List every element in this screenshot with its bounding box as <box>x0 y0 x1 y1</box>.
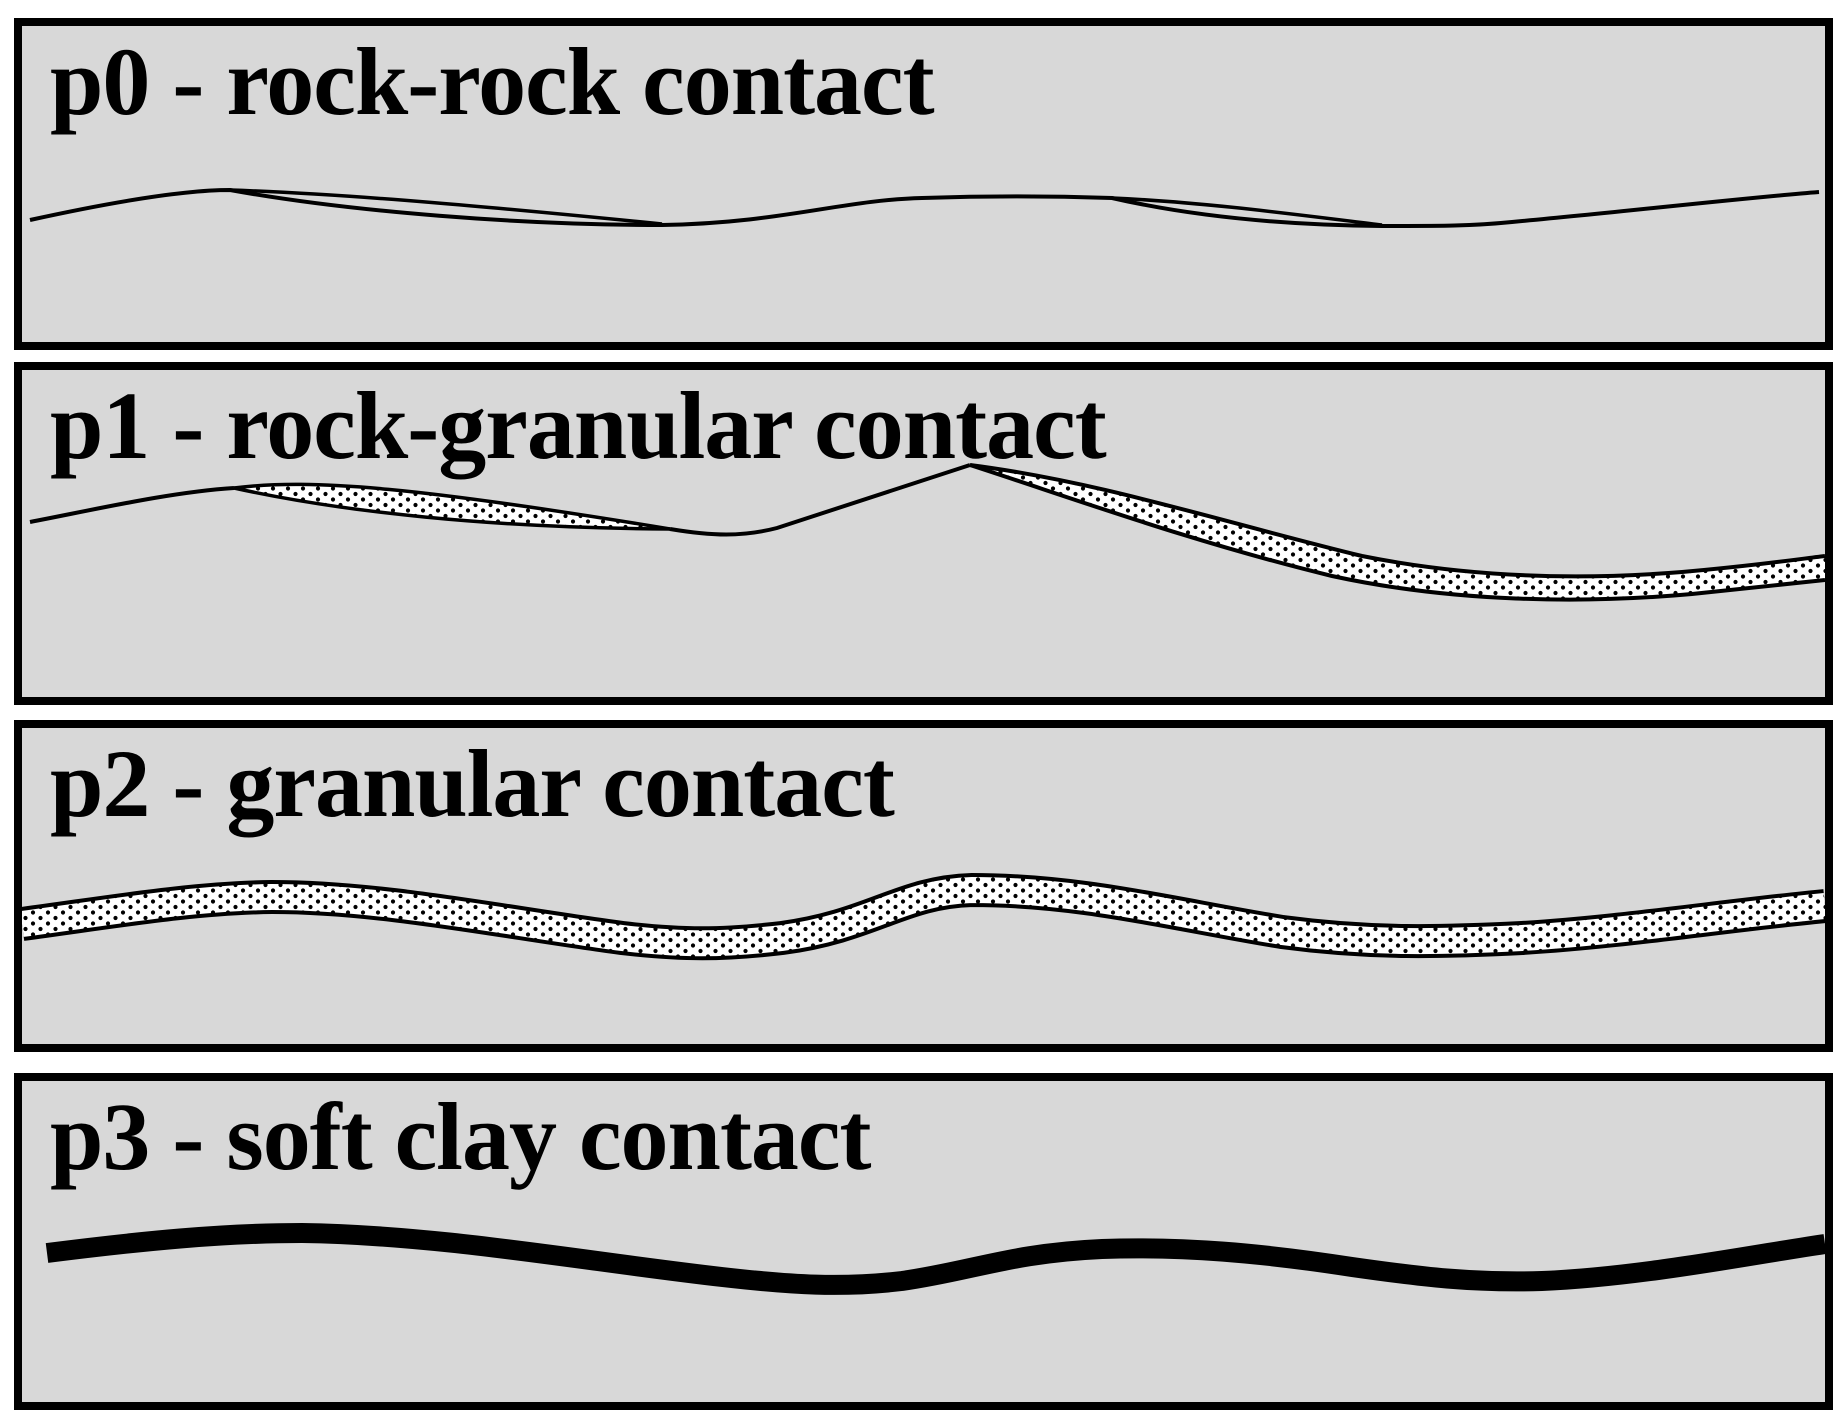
joint-line-left <box>29 486 235 524</box>
joint-line-lower <box>29 187 1820 229</box>
joint-line-middle <box>669 463 971 537</box>
granular-lens-upper-edge <box>233 482 671 531</box>
soft-clay-contact-illustration <box>45 1222 1825 1295</box>
granular-band-upper-edge <box>969 463 1825 579</box>
granular-band-lower-edge <box>969 463 1825 602</box>
granular-contact-illustration <box>22 872 1825 961</box>
granular-band-fill <box>970 465 1825 600</box>
joint-line-upper-segment-1 <box>229 188 663 226</box>
panel-title: p3 - soft clay contact <box>50 1083 871 1190</box>
clay-band <box>45 1222 1825 1295</box>
granular-lens-fill <box>234 484 670 529</box>
panel-rock-rock: p0 - rock-rock contact <box>14 18 1833 350</box>
rock-granular-contact-illustration <box>29 463 1825 602</box>
joint-line-upper-segment-2 <box>1111 196 1383 227</box>
panel-title: p1 - rock-granular contact <box>50 372 1107 479</box>
panel-title: p0 - rock-rock contact <box>50 28 935 135</box>
granular-lens-lower-edge <box>233 486 671 531</box>
rock-rock-contact-illustration <box>29 187 1820 229</box>
panel-title: p2 - granular contact <box>50 730 895 837</box>
granular-band-core <box>22 876 1825 957</box>
panel-rock-granular: p1 - rock-granular contact <box>14 362 1833 705</box>
panel-granular: p2 - granular contact <box>14 720 1833 1052</box>
panel-soft-clay: p3 - soft clay contact <box>14 1073 1833 1410</box>
